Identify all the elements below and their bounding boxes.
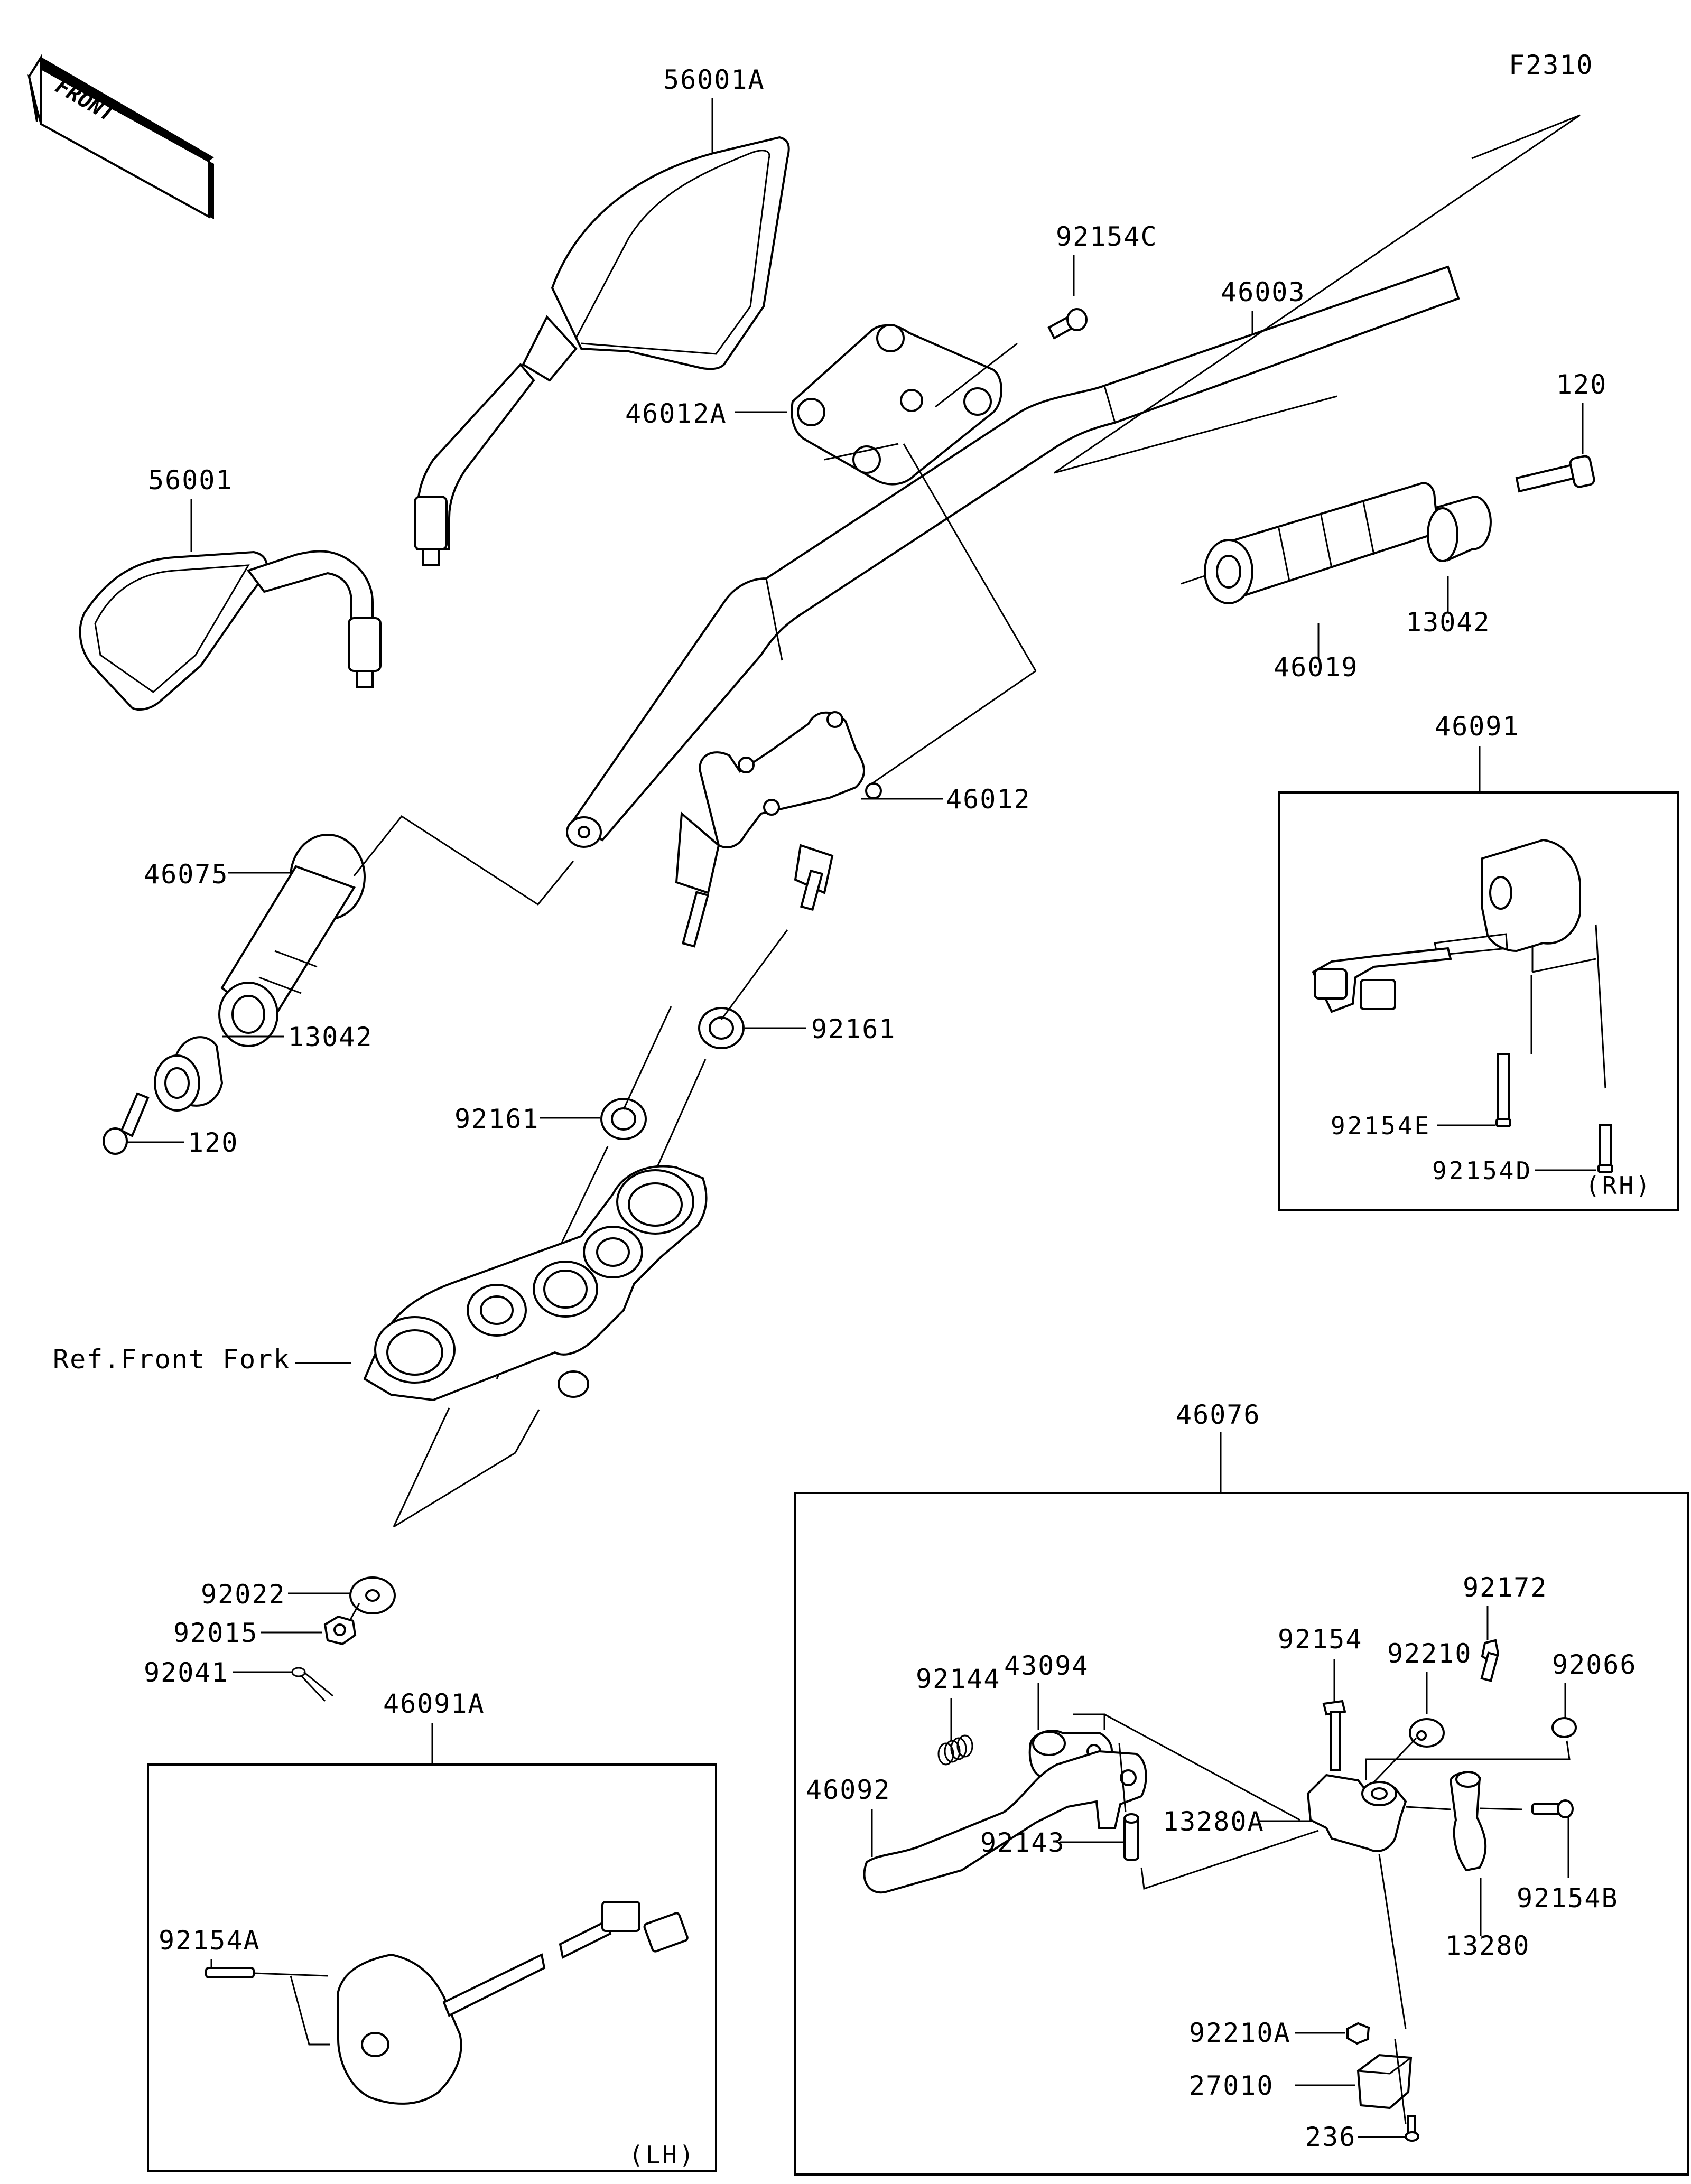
figure-code: F2310 [1509,50,1594,80]
label-92154d: 92154D [1432,1156,1532,1185]
label-92154e: 92154E [1331,1112,1431,1140]
weight-right[interactable]: 13042 [1406,495,1492,638]
label-46091: 46091 [1435,711,1520,742]
label-46012a: 46012A [625,398,727,429]
holder-upper[interactable]: 46012A [625,324,1037,788]
cap-92066[interactable]: 92066 [1365,1649,1637,1780]
pin-92041[interactable]: 92041 [144,1657,333,1702]
bolt-92154[interactable]: 92154 [1278,1624,1363,1771]
screw-92172[interactable]: 92172 [1463,1572,1548,1682]
label-46075: 46075 [144,859,229,890]
label-92015: 92015 [173,1618,258,1648]
screw-92154d[interactable]: 92154D [1432,1124,1613,1185]
label-92143: 92143 [980,1827,1065,1858]
label-92210a: 92210A [1189,2018,1291,2048]
spring-92144[interactable]: 92144 [916,1664,1001,1766]
label-92154b: 92154B [1517,1883,1619,1914]
bolt-92154b[interactable]: 92154B [1517,1799,1619,1914]
screw-236[interactable]: 236 [1305,2115,1419,2152]
mirror-right[interactable]: 56001A [414,64,790,566]
screw-92154a[interactable]: 92154A [159,1925,261,1978]
label-120-left: 120 [188,1127,238,1158]
label-92210: 92210 [1387,1638,1472,1669]
screw-92154e[interactable]: 92154E [1331,1053,1511,1140]
label-46003: 46003 [1221,277,1306,307]
switch-27010[interactable]: 27010 [1189,2039,1413,2124]
label-ref-front-fork: Ref.Front Fork [53,1344,290,1375]
nut-92210a[interactable]: 92210A [1189,2018,1370,2048]
rh-switch-box[interactable]: 46091 [1278,711,1679,1211]
ref-front-fork: Ref.Front Fork [53,1165,708,1528]
bolt-92154c[interactable]: 92154C [935,221,1158,408]
label-46076: 46076 [1176,1399,1261,1430]
label-46091a: 46091A [383,1688,485,1719]
label-13280a: 13280A [1163,1806,1265,1837]
label-46012: 46012 [946,784,1031,815]
weight-left[interactable]: 13042 [154,1022,373,1112]
grip-left[interactable]: 46075 [144,815,574,1047]
label-92161-left: 92161 [454,1104,540,1134]
label-43094: 43094 [1004,1650,1089,1681]
washer-92022[interactable]: 92022 [201,1576,396,1628]
front-arrow-icon: FRONT [27,53,214,219]
collar-92143[interactable]: 92143 [980,1743,1319,1890]
label-92161-right: 92161 [811,1014,896,1044]
adjuster-43094[interactable]: 43094 [1004,1650,1300,1821]
label-13280: 13280 [1445,1930,1530,1961]
label-236: 236 [1305,2122,1356,2152]
label-92144: 92144 [916,1664,1001,1694]
label-92172: 92172 [1463,1572,1548,1603]
label-92041: 92041 [144,1657,229,1688]
holder-lower[interactable]: 46012 [675,711,1031,948]
label-92066: 92066 [1552,1649,1637,1680]
lever-46092[interactable]: 46092 [806,1750,1147,1894]
holder-13280a[interactable]: 13280A [1163,1774,1451,2029]
label-56001a: 56001A [663,64,765,95]
nut-92015[interactable]: 92015 [173,1615,357,1648]
label-46092: 46092 [806,1775,891,1805]
label-92154a: 92154A [159,1925,261,1956]
label-92154: 92154 [1278,1624,1363,1655]
label-92154c: 92154C [1056,221,1158,252]
label-120-right: 120 [1556,369,1607,400]
rh-side-label: (RH) [1585,1171,1652,1200]
grip-right[interactable]: 46019 [1181,482,1439,683]
label-56001: 56001 [148,465,233,496]
handlebar[interactable]: 46003 [566,114,1581,848]
label-46019: 46019 [1274,652,1359,683]
clamp-13280[interactable]: 13280 [1445,1771,1530,1961]
bolt-120-right[interactable]: 120 [1515,369,1607,493]
label-13042-left: 13042 [288,1022,373,1052]
label-27010: 27010 [1189,2070,1274,2101]
bolt-120-left[interactable]: 120 [103,1092,238,1158]
lh-switch-box[interactable]: 46091A [147,1688,717,2172]
lh-side-label: (LH) [629,2141,696,2169]
label-92022: 92022 [201,1579,286,1610]
lever-assembly-box[interactable]: 46076 [794,1399,1689,2176]
mirror-left[interactable]: 56001 [79,465,382,711]
